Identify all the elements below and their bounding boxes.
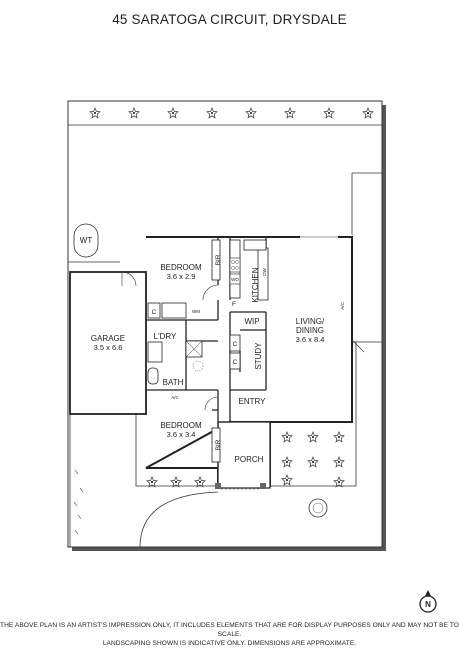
bedroom1-name: BEDROOM bbox=[160, 263, 202, 272]
front-tree bbox=[308, 498, 328, 518]
garage bbox=[69, 271, 147, 415]
bath-vanity bbox=[147, 341, 163, 363]
laundry-cupboard bbox=[147, 302, 161, 319]
north-compass: N bbox=[419, 590, 437, 613]
wall-oven-label: WO bbox=[231, 277, 239, 282]
ac-label-living: A/C bbox=[340, 302, 345, 310]
living-door-arc bbox=[351, 339, 365, 353]
porch-name: PORCH bbox=[235, 455, 264, 464]
study-name: STUDY bbox=[254, 342, 263, 370]
water-tank-label: WT bbox=[80, 236, 93, 245]
bedroom2-name: BEDROOM bbox=[160, 421, 202, 430]
laundry-name: L'DRY bbox=[154, 332, 177, 341]
bedroom2-door-swing bbox=[204, 396, 219, 411]
laundry-trough bbox=[161, 302, 187, 319]
wip-name: WIP bbox=[244, 317, 259, 326]
bedroom1-door-swing bbox=[202, 284, 219, 301]
washing-machine-label: WM bbox=[192, 309, 200, 314]
disclaimer: THE ABOVE PLAN IS AN ARTIST'S IMPRESSION… bbox=[0, 621, 459, 648]
bedroom1-bir: BIR bbox=[215, 254, 222, 265]
kitchen-name: KITCHEN bbox=[251, 267, 260, 302]
fridge-label: F bbox=[232, 301, 236, 308]
garage-name: GARAGE bbox=[91, 334, 125, 343]
bath-name: BATH bbox=[163, 378, 184, 387]
compass-n: N bbox=[425, 600, 431, 609]
bedroom2-dims: 3.6 x 3.4 bbox=[167, 430, 196, 439]
cooktop-burner bbox=[231, 266, 235, 270]
living-name-1: LIVING/ bbox=[296, 317, 325, 326]
laundry-cupboard-label: C bbox=[152, 309, 157, 316]
porch-post-left bbox=[215, 483, 221, 489]
driveway-curve bbox=[135, 414, 219, 548]
study-cupboard-b bbox=[229, 352, 241, 370]
living-dims: 3.6 x 8.4 bbox=[296, 335, 325, 344]
front-tree-inner bbox=[312, 502, 324, 514]
cooktop-burner bbox=[235, 260, 239, 264]
bath-toilet bbox=[147, 367, 159, 385]
living-name-2: DINING bbox=[296, 326, 324, 335]
shower-rose bbox=[192, 360, 204, 372]
bedroom1-robe bbox=[211, 239, 221, 281]
garage-door-swing bbox=[121, 271, 137, 287]
entry-name: ENTRY bbox=[239, 397, 267, 406]
study-cupboard-b-label: C bbox=[233, 359, 238, 366]
kitchen-cooktop bbox=[229, 257, 241, 273]
garage-dims: 3.5 x 6.6 bbox=[94, 343, 123, 352]
study-cupboard-a-label: C bbox=[233, 341, 238, 348]
wall-oven bbox=[229, 273, 241, 285]
disclaimer-line-2: LANDSCAPING SHOWN IS INDICATIVE ONLY. DI… bbox=[102, 640, 357, 647]
bedroom1-dims: 3.6 x 2.9 bbox=[167, 272, 196, 281]
ac-label-bath: A/C bbox=[171, 395, 179, 400]
side-shrubs bbox=[73, 469, 84, 535]
porch-post-right bbox=[260, 483, 266, 489]
plan-title: 45 SARATOGA CIRCUIT, DRYSDALE bbox=[112, 12, 347, 27]
bedroom2-bir: BIR bbox=[215, 439, 222, 450]
porch-floor bbox=[217, 421, 271, 489]
study-cupboard-a bbox=[229, 334, 241, 352]
shower-cross-b bbox=[185, 340, 203, 358]
water-tank bbox=[73, 223, 99, 258]
disclaimer-line-1: THE ABOVE PLAN IS AN ARTIST'S IMPRESSION… bbox=[0, 622, 459, 638]
kitchen-sink bbox=[243, 239, 267, 251]
bedroom2-robe bbox=[211, 427, 221, 463]
cooktop-burner bbox=[235, 266, 239, 270]
cooktop-burner bbox=[231, 260, 235, 264]
dishwasher-label: DW bbox=[262, 268, 267, 276]
